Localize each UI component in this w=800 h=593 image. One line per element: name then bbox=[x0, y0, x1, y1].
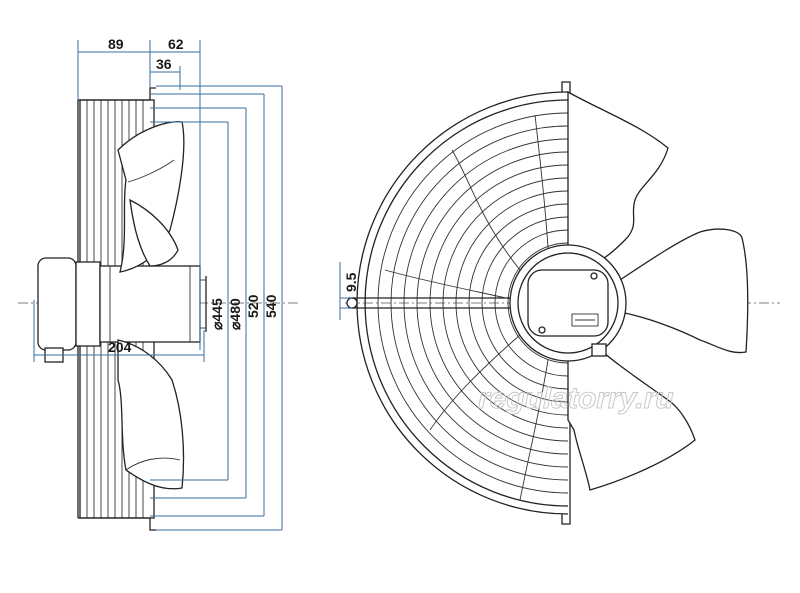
side-blades bbox=[117, 121, 185, 490]
motor-rotor bbox=[99, 265, 201, 343]
nameplate bbox=[571, 313, 599, 327]
motor-flange bbox=[75, 261, 101, 347]
dim-445-label: ⌀445 bbox=[209, 298, 225, 330]
blade-lower bbox=[117, 339, 185, 490]
terminal-box bbox=[37, 257, 77, 351]
hub-gland bbox=[591, 343, 607, 357]
mounting-hole bbox=[346, 297, 358, 309]
dim-480-label: ⌀480 bbox=[227, 298, 243, 330]
blade-top bbox=[567, 90, 669, 265]
dim-36-label: 36 bbox=[156, 56, 172, 72]
side-view: 89 62 36 204 ⌀445 ⌀480 bbox=[18, 36, 300, 531]
front-view: 9.5 regulatorry.ru bbox=[339, 81, 780, 525]
side-dimensions-top: 89 62 36 bbox=[77, 36, 201, 350]
side-motor bbox=[37, 257, 207, 363]
hub-terminal-cover bbox=[527, 269, 609, 337]
side-dimensions-bottom: 204 bbox=[33, 300, 205, 362]
front-blades bbox=[567, 90, 749, 491]
front-hub bbox=[509, 244, 627, 362]
guard-spokes bbox=[384, 114, 549, 501]
dim-540-label: 540 bbox=[263, 294, 279, 318]
watermark-text: regulatorry.ru bbox=[478, 382, 674, 415]
dim-62-label: 62 bbox=[168, 36, 184, 52]
blade-mid bbox=[129, 198, 179, 267]
dim-89-label: 89 bbox=[108, 36, 124, 52]
dim-9-5-label: 9.5 bbox=[343, 272, 359, 292]
dim-520-label: 520 bbox=[245, 294, 261, 318]
side-dimensions-vertical: ⌀445 ⌀480 520 540 bbox=[150, 85, 283, 531]
blade-right bbox=[619, 228, 749, 354]
dim-204-label: 204 bbox=[108, 339, 132, 355]
blade-bottom bbox=[567, 341, 696, 491]
